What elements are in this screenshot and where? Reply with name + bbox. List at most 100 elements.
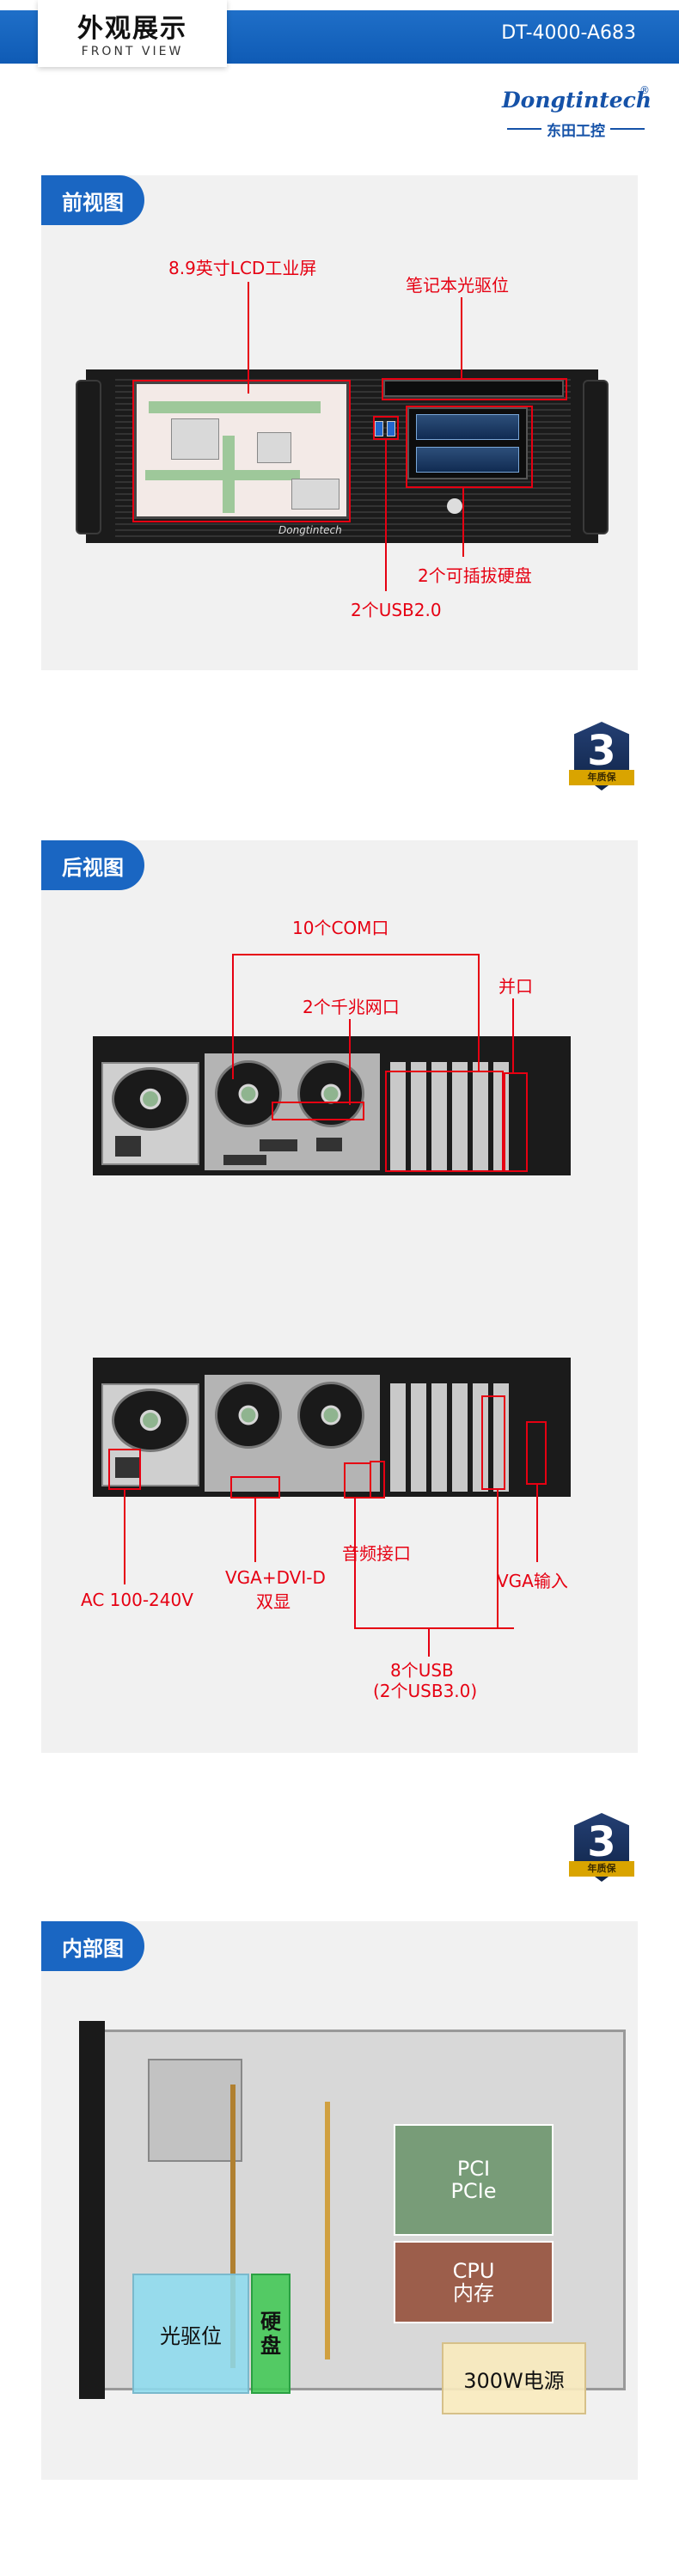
psu-fan: [112, 1067, 189, 1131]
badge-text: 年质保: [569, 1861, 634, 1877]
callout-line: [124, 1490, 125, 1584]
callout-line: [232, 954, 480, 955]
rear-chassis-1: [93, 1036, 571, 1175]
right-handle: [583, 380, 609, 534]
cable: [230, 2085, 236, 2368]
brand-subtitle: 东田工控: [547, 123, 605, 140]
expansion-slot: [431, 1383, 447, 1492]
label-vga-in: VGA输入: [497, 1571, 568, 1591]
callout-box-parallel: [504, 1072, 528, 1172]
label-hdd-1: 硬: [260, 2310, 281, 2334]
callout-line: [462, 488, 464, 557]
label-hdd-2: 盘: [260, 2334, 281, 2358]
callout-box-hdd: [406, 406, 533, 488]
psu-module: [101, 1062, 199, 1165]
front-logo: Dongtintech: [278, 524, 342, 536]
label-audio: 音频接口: [342, 1543, 411, 1564]
expansion-slot: [452, 1383, 468, 1492]
badge-number: 3: [587, 727, 616, 775]
callout-line: [536, 1485, 538, 1562]
callout-box-audio: [370, 1461, 385, 1499]
brand-registered-mark: ®: [639, 84, 650, 96]
model-number: DT-4000-A683: [501, 22, 636, 44]
lan-port: [316, 1138, 342, 1151]
callout-box-lan: [272, 1102, 364, 1120]
callout-line: [385, 440, 387, 591]
front-view-panel: Dongtintech 8.9英寸LCD工业屏 笔记本光驱位 2个可插拔硬盘 2…: [41, 175, 638, 670]
lcd-screen-image: [134, 382, 349, 519]
screen-graphic: [291, 479, 340, 510]
hdd-tray: [416, 447, 519, 473]
label-com: 10个COM口: [292, 918, 389, 938]
expansion-slot: [473, 1383, 488, 1492]
io-shield: [205, 1375, 380, 1492]
brand-name: Dongtintech: [502, 88, 652, 113]
label-usb3: (2个USB3.0): [373, 1681, 478, 1701]
screen-graphic: [257, 432, 291, 463]
brand-logo: Dongtintech ® 东田工控: [499, 84, 653, 141]
callout-box-lcd: [132, 380, 351, 522]
cpu-callout: CPU 内存: [394, 2241, 554, 2323]
callout-line: [248, 282, 249, 394]
cpu-area: [394, 2241, 554, 2323]
screen-graphic: [149, 401, 321, 413]
label-memory: 内存: [452, 2281, 494, 2305]
warranty-badge: 3 年质保: [569, 722, 634, 799]
expansion-slot: [411, 1383, 426, 1492]
pci-callout: PCI PCIe: [394, 2124, 554, 2236]
screen-graphic: [145, 470, 300, 480]
expansion-slot: [390, 1062, 406, 1170]
brand-divider-right: [610, 128, 645, 130]
callout-line: [349, 1019, 351, 1105]
label-lcd: 8.9英寸LCD工业屏: [168, 258, 317, 278]
hdd-tray: [416, 414, 519, 440]
dvi-port: [223, 1155, 266, 1165]
label-usb-rear: 8个USB: [390, 1660, 454, 1681]
tag-rear-view: 后视图: [41, 840, 144, 890]
expansion-slot: [390, 1383, 406, 1492]
callout-box-ac: [108, 1449, 141, 1490]
front-bezel: [79, 2021, 105, 2399]
vga-port: [260, 1139, 297, 1151]
label-usb: 2个USB2.0: [351, 600, 442, 620]
callout-line: [512, 998, 514, 1072]
bracket: [148, 2059, 242, 2162]
warranty-badge: 3 年质保: [569, 1813, 634, 1890]
callout-box-optical: [382, 378, 567, 400]
page-subtitle: FRONT VIEW: [81, 45, 184, 58]
psu-callout: 300W电源: [442, 2342, 586, 2414]
rear-chassis-2: [93, 1358, 571, 1497]
callout-box-vga-dvi: [230, 1476, 280, 1499]
tag-front-view: 前视图: [41, 175, 144, 225]
fan-icon: [215, 1382, 282, 1449]
optical-drive-bay: [383, 380, 564, 397]
expansion-slot: [431, 1062, 447, 1170]
label-cpu: CPU: [452, 2259, 495, 2283]
hdd-bay: [407, 407, 528, 479]
front-chassis: Dongtintech: [76, 369, 609, 543]
callout-line: [461, 297, 462, 378]
title-box: 外观展示 FRONT VIEW: [38, 0, 227, 67]
rear-view-panel: 10个COM口 2个千兆网口 并口: [41, 840, 638, 1753]
expansion-slot: [473, 1062, 488, 1170]
callout-line: [354, 1627, 514, 1629]
left-handle: [76, 380, 101, 534]
badge-text: 年质保: [569, 770, 634, 785]
callout-line: [232, 954, 234, 1079]
hdd-callout: 硬 盘: [251, 2274, 291, 2394]
power-socket: [115, 1457, 141, 1478]
power-socket: [115, 1136, 141, 1157]
brand-divider-left: [507, 128, 541, 130]
label-lan: 2个千兆网口: [303, 997, 400, 1017]
callout-line: [478, 954, 480, 1071]
fan-icon: [297, 1382, 364, 1449]
label-vga-dvi: VGA+DVI-D: [225, 1567, 326, 1588]
callout-box-usb-b: [481, 1395, 505, 1490]
label-dual-display: 双显: [256, 1591, 291, 1612]
label-optical: 笔记本光驱位: [406, 275, 509, 296]
page-header: 外观展示 FRONT VIEW DT-4000-A683: [0, 0, 679, 67]
label-parallel: 并口: [499, 976, 533, 997]
tag-interior-view: 内部图: [41, 1921, 144, 1971]
page-title: 外观展示: [77, 14, 187, 44]
callout-line: [497, 1490, 499, 1627]
